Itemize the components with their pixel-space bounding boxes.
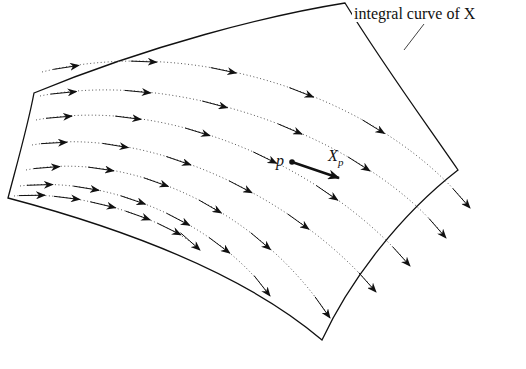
vector-arrow (144, 178, 169, 187)
vector-arrow (46, 116, 72, 118)
vector-arrow (181, 233, 201, 250)
vector-arrow (19, 195, 45, 196)
vector-arrow (348, 157, 370, 171)
vector-arrow (251, 233, 271, 250)
vector-arrow (254, 276, 270, 297)
vector-arrow (27, 184, 53, 186)
vector-xp (292, 162, 339, 178)
vector-arrow (229, 181, 252, 193)
integral-curve (36, 115, 410, 266)
vector-arrow (253, 152, 276, 163)
point-p (289, 159, 295, 165)
integral-curves (14, 61, 470, 318)
point-label: p (276, 153, 284, 169)
integral-curve (40, 90, 446, 238)
vector-arrow (199, 200, 222, 213)
vector-arrow (362, 120, 384, 134)
vector-label: X (328, 148, 338, 164)
leader-line (404, 24, 424, 50)
vector-arrow (90, 202, 115, 208)
vector-arrow (185, 128, 210, 136)
vector-arrow (278, 124, 302, 134)
vector-arrow (393, 247, 410, 266)
vector-arrow (315, 297, 330, 318)
vector-arrow (288, 214, 309, 229)
integral-curve (32, 142, 376, 292)
vector-arrow (126, 211, 151, 220)
vector-arrow (53, 65, 79, 69)
integral-curve (42, 61, 470, 208)
vector-arrow (73, 186, 99, 190)
vector-arrow (121, 196, 146, 204)
vector-arrow (359, 273, 376, 292)
vector-arrow (131, 61, 157, 62)
vector-arrow (125, 90, 151, 93)
vector-arrow (166, 157, 191, 166)
vector-arrow (202, 101, 227, 108)
vector-arrow (167, 213, 190, 225)
vector-arrow (209, 238, 230, 254)
vector-arrow (115, 116, 141, 119)
vector-arrow (88, 167, 114, 171)
vector-arrow (54, 196, 80, 199)
surface-outline (8, 3, 458, 340)
vector-arrow (103, 143, 129, 147)
vector-arrow (211, 68, 237, 73)
integral-curve (26, 166, 330, 318)
vector-arrow (41, 142, 67, 144)
integral-curve (20, 184, 270, 296)
vector-arrow (158, 223, 181, 235)
vector-arrow (34, 167, 60, 169)
vector-arrow (316, 186, 337, 201)
vector-arrow (429, 218, 446, 238)
vector-arrow (289, 88, 313, 98)
vector-subscript: p (338, 157, 344, 168)
integral-curve (14, 195, 200, 250)
vector-arrow (51, 92, 77, 95)
curve-label: integral curve of X (352, 6, 477, 22)
vector-arrow (453, 189, 470, 209)
